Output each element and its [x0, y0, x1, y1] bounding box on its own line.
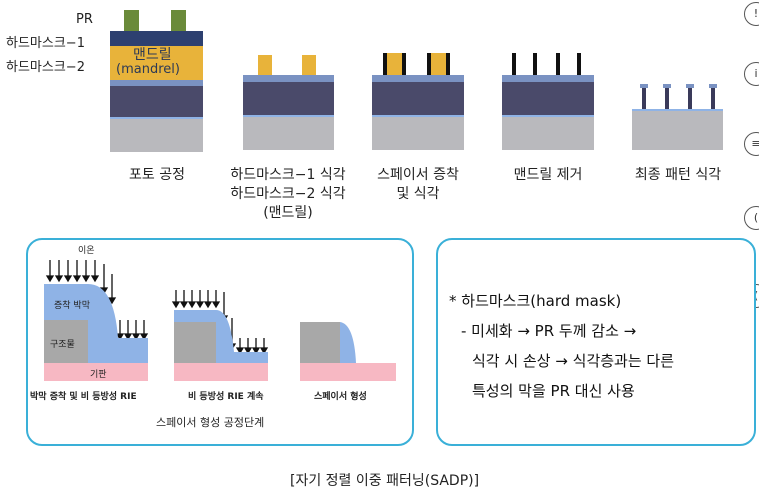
substrate-stage1 [44, 363, 148, 381]
stage-label-1: 박막 증착 및 비 등방성 RIE [30, 392, 137, 402]
hardmask2-side-label: 하드마스크−2 [6, 60, 85, 75]
mandrel-block-left [258, 55, 272, 75]
spacer-3 [427, 53, 431, 75]
edge-info-icon-4[interactable]: ( [744, 206, 759, 230]
hardmask2-layer [110, 80, 203, 86]
pr-block-right [171, 10, 186, 31]
stack-spacer-deposition [372, 53, 464, 150]
pr-block-left [124, 10, 139, 31]
structure-stage3 [300, 322, 340, 363]
structure-stage1 [44, 320, 88, 363]
spacer-stage3 [340, 322, 356, 363]
step-label-4: 맨드릴 제거 [513, 167, 583, 183]
stack-mandrel-removal [502, 53, 594, 150]
spacer-4 [446, 53, 450, 75]
hardmask1-side-label: 하드마스크−1 [6, 36, 85, 51]
stage-label-3: 스페이서 형성 [314, 392, 367, 402]
pr-side-label: PR [76, 12, 93, 27]
substrate-stage3 [300, 363, 396, 381]
hardmask-note-panel [436, 238, 756, 446]
mandrel-block-right [302, 55, 316, 75]
step-label-5: 최종 패턴 식각 [634, 167, 722, 183]
etch-layer [110, 86, 203, 118]
figure-caption: [자기 정렬 이중 패터닝(SADP)] [290, 473, 480, 489]
stack-final-etch [632, 84, 723, 150]
film-label: 증착 박막 [54, 301, 90, 311]
hardmask1-layer [110, 31, 203, 46]
ion-label: 이온 [78, 246, 95, 256]
mandrel-label-en: (mandrel) [116, 62, 180, 77]
stack-hardmask-etch [243, 55, 334, 150]
structure-stage2 [174, 322, 216, 363]
spacer-process-svg [44, 260, 396, 381]
mandrel-layer [110, 46, 203, 80]
step-label-2: 하드마스크−1 식각 하드마스크−2 식각 (맨드릴) [230, 167, 346, 221]
note-line-3: 식각 시 손상 → 식각층과는 다른 [472, 352, 675, 370]
step-label-3: 스페이서 증착 및 식각 [377, 167, 459, 202]
structure-label: 구조물 [50, 340, 75, 350]
note-line-2: - 미세화 → PR 두께 감소 → [461, 322, 637, 340]
substrate-layer [110, 118, 203, 152]
ion-arrows [45, 260, 149, 341]
spacer-panel-title: 스페이서 형성 공정단계 [156, 416, 265, 429]
spacer-1 [383, 53, 387, 75]
note-line-4: 특성의 막을 PR 대신 사용 [472, 382, 635, 400]
process-stacks-svg [110, 10, 723, 152]
spacer-2 [402, 53, 406, 75]
note-line-1: * 하드마스크(hard mask) [449, 292, 622, 310]
mandrel-label-ko: 맨드릴 [133, 47, 172, 63]
substrate-label: 기판 [90, 370, 107, 380]
stage-label-2: 비 등방성 RIE 계속 [188, 392, 264, 402]
substrate-stage2 [174, 363, 268, 381]
step-label-1: 포토 공정 [129, 167, 185, 183]
stack-photo [110, 10, 203, 152]
